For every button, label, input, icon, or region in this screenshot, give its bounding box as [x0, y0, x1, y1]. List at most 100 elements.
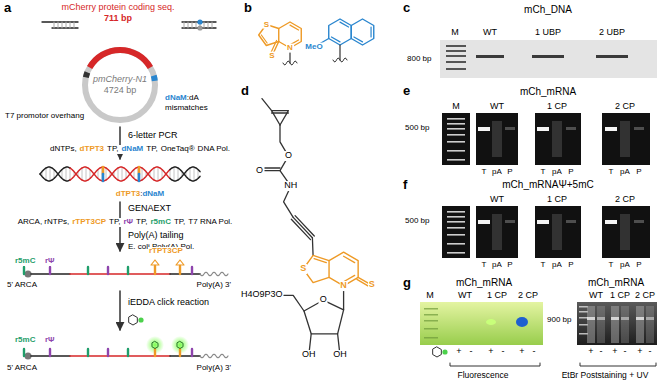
marker-band [424, 308, 438, 310]
dna-icon [184, 22, 185, 28]
dna-icon [58, 22, 59, 28]
dna-icon [62, 22, 63, 28]
annotation: : [140, 190, 142, 199]
text-line: pA [551, 168, 563, 177]
lane-label: M [452, 102, 460, 112]
text-line: 900 bp [546, 316, 572, 325]
marker-band [447, 134, 465, 136]
text-line: O [255, 166, 264, 176]
modified-base [127, 267, 129, 274]
text-line: iEDDA click reaction [127, 298, 210, 308]
marker-band [446, 45, 466, 47]
gel-smear [620, 121, 630, 157]
ring-bond [340, 22, 349, 27]
text-line: pA [491, 168, 503, 177]
lane-label: T [541, 168, 546, 177]
lane-label: M [426, 291, 434, 301]
gel-image [535, 206, 581, 258]
text-line: 6-letter PCR [127, 131, 179, 141]
promotor-mark [83, 71, 90, 78]
panel-letter: b [244, 1, 252, 15]
text-line: GENAEXT [127, 204, 172, 214]
reagent: TP, [174, 218, 185, 227]
modified-base [191, 349, 193, 356]
text-line: dNTPs,dTPT3TP,dNaMTP,OneTaq®DNA Pol. [49, 145, 231, 154]
text-line: b [243, 1, 253, 15]
text-line: 1 CP [546, 195, 568, 205]
annotation: :dA [187, 94, 199, 103]
gel-image [602, 206, 650, 258]
text-line: T [540, 261, 547, 270]
atom-label: NH [284, 181, 297, 191]
bond-line [272, 112, 289, 113]
modified-base [23, 267, 25, 274]
dna-icon [208, 22, 209, 28]
gel-band [516, 317, 528, 327]
text-line: - [623, 347, 628, 357]
end-label: Poly(A) 3' [197, 281, 231, 290]
base-name: dNaM [142, 190, 164, 199]
panel-letter: d [241, 84, 249, 98]
sign-label: - [533, 347, 536, 357]
marker-band [447, 221, 465, 223]
text-line: pA [491, 261, 503, 270]
text-line: OH [332, 350, 348, 360]
base-pair [118, 168, 119, 180]
text-line: c [402, 1, 411, 15]
plasmid-name: pmCherry-N1 [93, 74, 147, 85]
coding-sequence-arc [87, 47, 153, 69]
reagent: dTPT3 [80, 145, 104, 154]
lane-label: 2 CP [635, 291, 655, 301]
ring-bond [314, 259, 326, 263]
lane-label: P [636, 261, 641, 270]
atom-label: H4O9P3O [241, 290, 283, 300]
text-line: d [240, 84, 250, 98]
dna-icon [196, 22, 197, 28]
text-line: 5' ARCA [6, 364, 38, 373]
bond-line [304, 300, 344, 334]
rna-strand [170, 273, 200, 275]
ring-bond [329, 19, 352, 45]
atom-label: O [320, 295, 327, 305]
lane-label: pA [620, 168, 630, 177]
bond-line [284, 295, 304, 311]
gel-band [478, 127, 490, 131]
gel-band [537, 220, 549, 224]
text-line: mCh_mRNA [519, 86, 577, 97]
marker-band [447, 141, 465, 143]
marker-band [447, 123, 465, 125]
text-line: + [487, 347, 494, 357]
reagent: rΨ [123, 218, 133, 227]
base-pair [194, 167, 195, 181]
gel-title: mCh_mRNAΨ+5mC [502, 179, 593, 190]
method-label: EtBr Poststaining + UV [562, 371, 649, 380]
gel-band [587, 317, 595, 320]
text-line: O [284, 151, 293, 161]
marker-band [447, 243, 465, 245]
modified-base [154, 349, 156, 356]
text-line: pA [619, 168, 631, 177]
text-line: rΨ [44, 336, 56, 345]
modified-base [107, 267, 109, 274]
modified-base [49, 349, 51, 356]
gel-band [566, 220, 576, 223]
text-line: + [587, 347, 594, 357]
dna-icon [192, 22, 193, 28]
sign-label: - [502, 347, 505, 357]
marker-band [447, 234, 465, 236]
reagent: rTPT3CP [72, 218, 106, 227]
marker-band [579, 317, 588, 319]
atom-label: S [264, 20, 269, 29]
text-line: r5mC [14, 257, 36, 266]
base-pair [46, 168, 47, 180]
text-line: r5mC [14, 336, 36, 345]
marker-band [446, 55, 466, 57]
gel-band [478, 220, 490, 224]
dna-strand [70, 167, 170, 181]
modified-base [23, 349, 25, 356]
length-label: 711 bp [104, 14, 132, 24]
base-pair [142, 168, 143, 180]
text-line: T [481, 261, 488, 270]
text-line: rΨ [44, 257, 56, 266]
lane-label: T [609, 168, 614, 177]
